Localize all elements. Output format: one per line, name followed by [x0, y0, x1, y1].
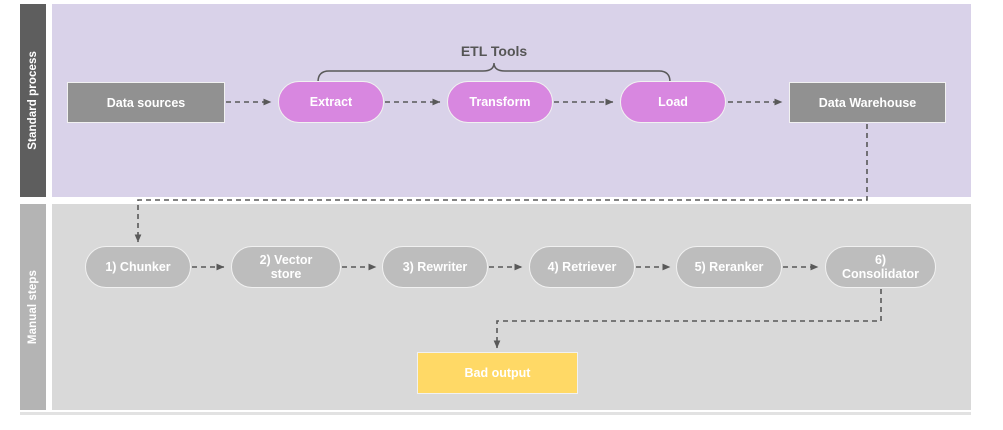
node-label-rewriter: 3) Rewriter	[402, 260, 468, 274]
node-chunker[interactable]: 1) Chunker	[85, 246, 191, 288]
node-transform[interactable]: Transform	[447, 81, 553, 123]
node-label-bad-output: Bad output	[464, 366, 531, 380]
etl-tools-label: ETL Tools	[460, 43, 528, 59]
lane-label-standard-process: Standard process	[27, 51, 39, 150]
node-bad-output[interactable]: Bad output	[417, 352, 578, 394]
lane-label-manual-steps: Manual steps	[27, 269, 39, 345]
node-vector-store[interactable]: 2) Vector store	[231, 246, 341, 288]
node-load[interactable]: Load	[620, 81, 726, 123]
node-data-warehouse[interactable]: Data Warehouse	[789, 82, 946, 123]
lane-header-standard-process: Standard process	[20, 4, 46, 197]
node-label-load: Load	[658, 95, 688, 109]
node-label-transform: Transform	[469, 95, 531, 109]
node-label-reranker: 5) Reranker	[694, 260, 764, 274]
node-data-sources[interactable]: Data sources	[67, 82, 225, 123]
node-retriever[interactable]: 4) Retriever	[529, 246, 635, 288]
node-rewriter[interactable]: 3) Rewriter	[382, 246, 488, 288]
node-extract[interactable]: Extract	[278, 81, 384, 123]
node-label-chunker: 1) Chunker	[105, 260, 171, 274]
node-label-extract: Extract	[309, 95, 353, 109]
footer-divider	[20, 412, 971, 415]
node-label-data-warehouse: Data Warehouse	[818, 95, 917, 110]
node-label-vector-store: 2) Vector store	[259, 253, 313, 281]
node-label-data-sources: Data sources	[106, 95, 186, 110]
node-label-retriever: 4) Retriever	[547, 260, 617, 274]
node-label-consolidator: 6) Consolidator	[841, 253, 920, 281]
node-consolidator[interactable]: 6) Consolidator	[825, 246, 936, 288]
lane-header-manual-steps: Manual steps	[20, 204, 46, 410]
node-reranker[interactable]: 5) Reranker	[676, 246, 782, 288]
